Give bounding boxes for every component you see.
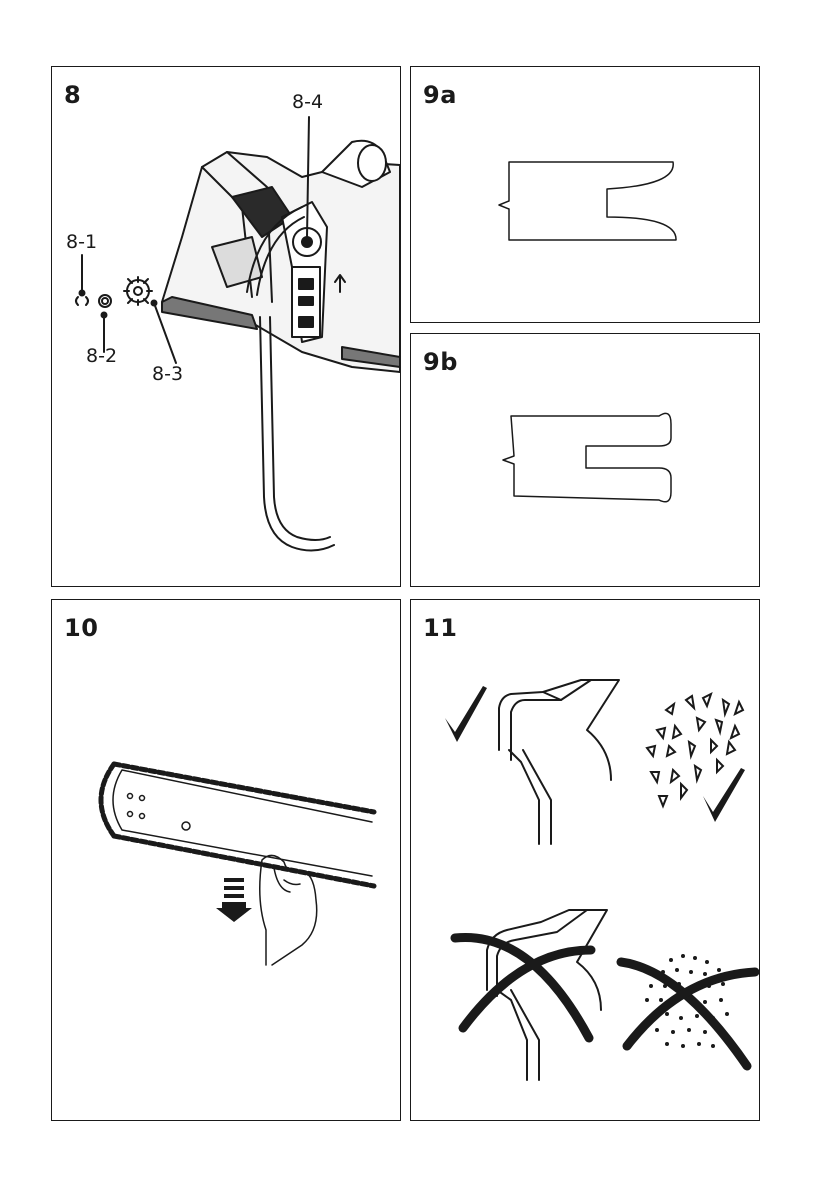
tooth-profile-9b [411, 334, 761, 588]
chip-comparison-illustration [411, 600, 761, 1122]
checkmark-icon [703, 768, 745, 822]
figure-panel-9b: 9b [410, 333, 760, 587]
figure-panel-8: 8 8-4 8-1 8-2 8-3 [51, 66, 401, 587]
checkmark-icon [445, 686, 487, 742]
down-arrow-icon [216, 878, 252, 922]
cross-out-icon [455, 937, 591, 1038]
figure-panel-10: 10 [51, 599, 401, 1121]
chain-bar-illustration [52, 600, 402, 1122]
tooth-profile-9a [411, 67, 761, 324]
figure-panel-9a: 9a [410, 66, 760, 323]
cross-out-icon [621, 962, 755, 1066]
figure-panel-11: 11 [410, 599, 760, 1121]
chainsaw-illustration [52, 67, 402, 588]
